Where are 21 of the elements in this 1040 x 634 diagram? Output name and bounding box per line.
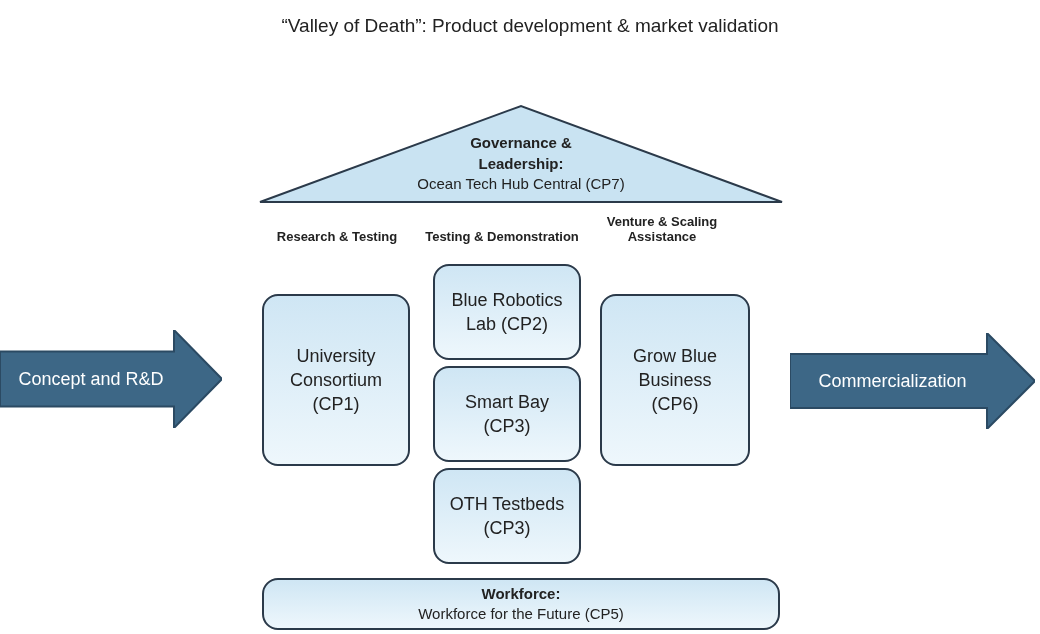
card-text: OTH Testbeds (CP3): [448, 492, 566, 540]
card-text: Blue Robotics Lab (CP2): [450, 288, 564, 336]
program-card: [262, 294, 410, 466]
arrow-label: Concept and R&D: [18, 367, 164, 391]
card-text: University Consortium (CP1): [289, 344, 383, 417]
program-card: [433, 366, 581, 462]
card-text: Workforce for the Future (CP5): [418, 604, 624, 624]
column-heading: Testing & Demonstration: [424, 229, 580, 244]
section-heading: Workforce:: [481, 583, 561, 604]
diagram-title: “Valley of Death”: Product development & market validation: [280, 14, 780, 38]
program-card: [262, 578, 780, 630]
card-text: Ocean Tech Hub Central (CP7): [417, 173, 625, 194]
card-text: Smart Bay (CP3): [464, 390, 550, 438]
arrow-label: Commercialization: [818, 369, 967, 393]
column-heading: Research & Testing: [275, 229, 399, 244]
program-card: [433, 468, 581, 564]
program-card: [600, 294, 750, 466]
section-heading: Governance & Leadership:: [469, 133, 573, 174]
card-text: Grow Blue Business (CP6): [631, 344, 718, 417]
column-heading: Venture & Scaling Assistance: [605, 214, 719, 244]
program-card: [433, 264, 581, 360]
